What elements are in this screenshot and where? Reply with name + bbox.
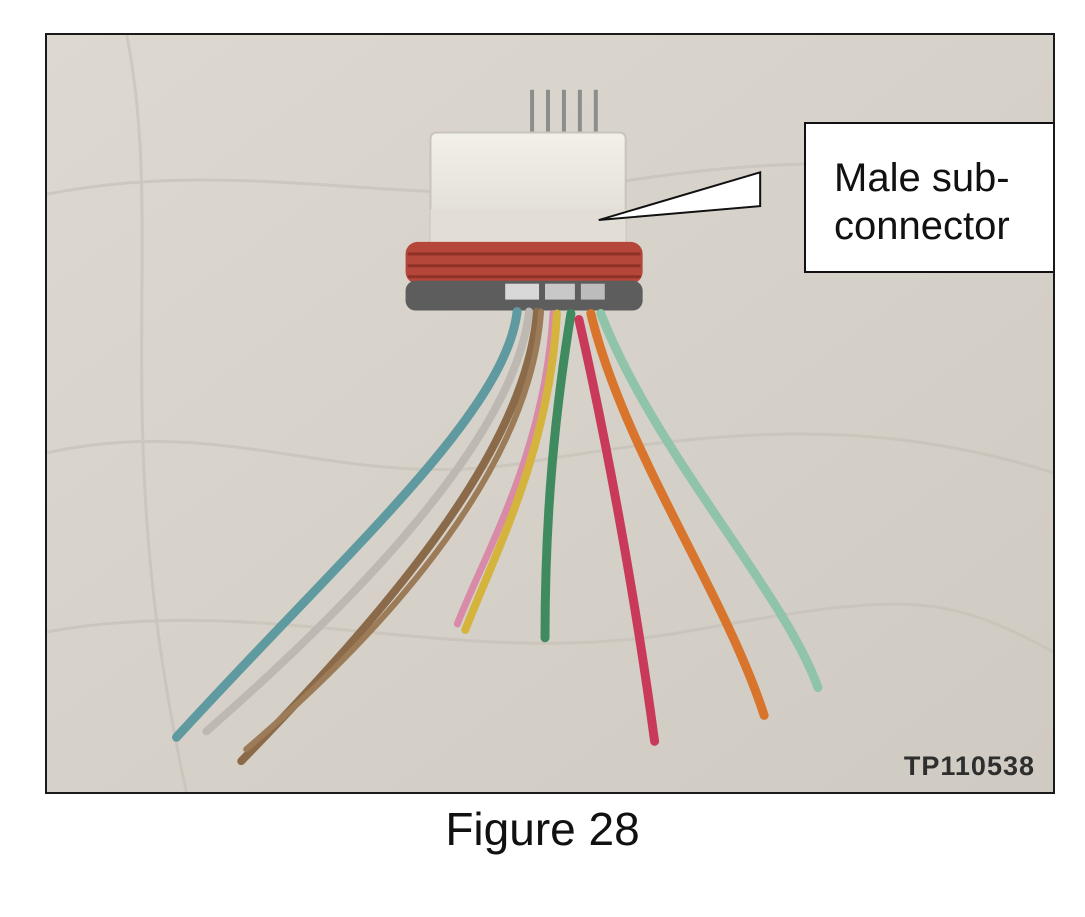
connector-rear <box>405 280 643 311</box>
wire-green <box>540 309 576 643</box>
wire-light-green <box>596 309 823 693</box>
photo-id: TP110538 <box>903 751 1035 781</box>
wire-blue <box>172 307 522 742</box>
callout-box: Male sub- connector <box>804 122 1053 273</box>
wire-pink <box>453 310 557 628</box>
figure-caption: Figure 28 <box>445 803 640 855</box>
callout-pointer <box>598 170 762 222</box>
callout-label: Male sub- connector <box>834 156 1010 248</box>
wire-gray <box>202 307 534 736</box>
wire-red <box>574 315 660 746</box>
photo-frame: Male sub- connector TP110538 <box>45 33 1055 794</box>
wire-yellow <box>461 309 561 634</box>
seal-ring <box>405 241 643 284</box>
wire-orange <box>586 309 769 720</box>
wires <box>172 307 823 766</box>
wire-brown-2 <box>243 308 545 753</box>
